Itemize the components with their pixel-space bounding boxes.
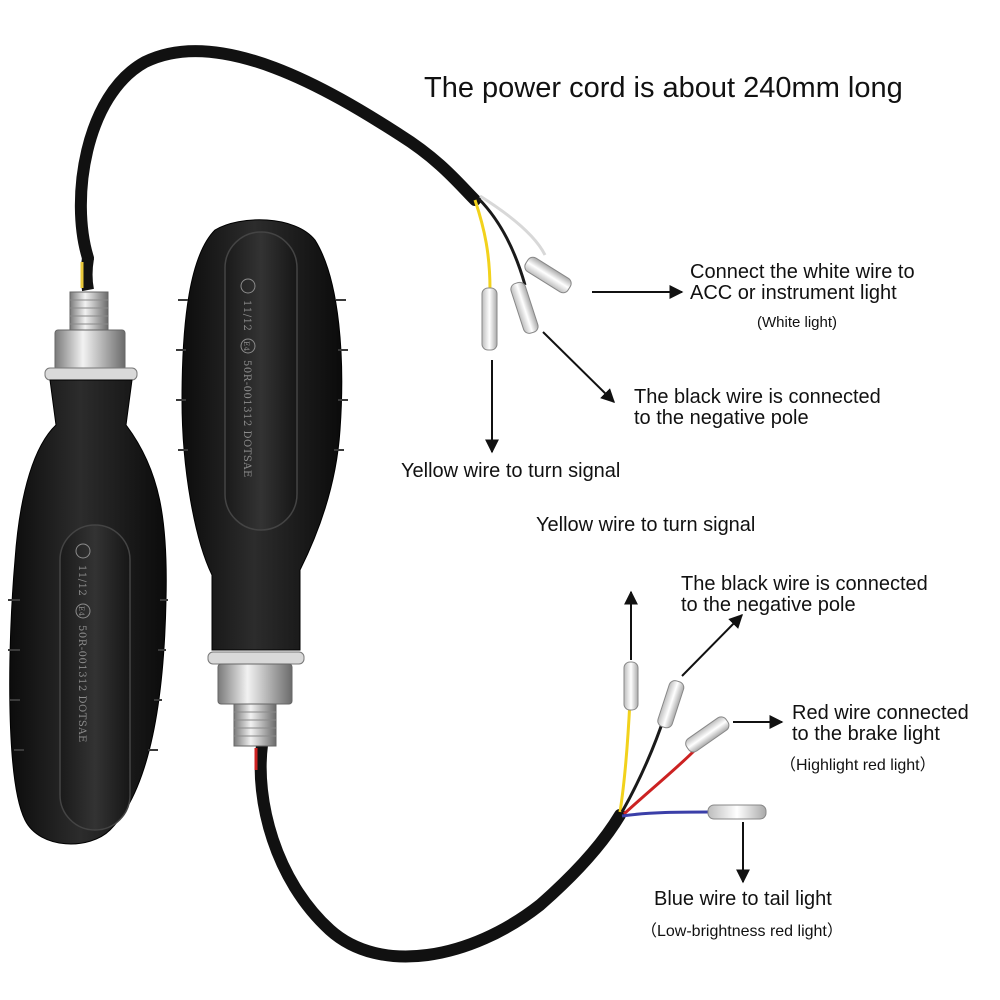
white-wire-label-line2: ACC or instrument light [690,282,897,304]
front-black-wire-arrow [542,331,615,403]
blue-wire-note: （Low-brightness red light） [641,923,843,940]
white-wire-label: Connect the white wire to ACC or instrum… [690,262,915,304]
callout-arrows [485,285,784,884]
red-wire-note: （Highlight red light） [780,757,936,774]
front-bullet-connectors [481,256,572,351]
rear-black-wire-label-line1: The black wire is connected [681,573,928,595]
right-turn-signal: 11/12 E4 50R-001312 DOTSAE [176,219,348,747]
white-wire-note: (White light) [757,314,838,331]
front-wire-leads [473,194,547,291]
left-turn-signal: 11/12 E4 50R-001312 DOTSAE [8,291,168,845]
rear-black-wire-label: The black wire is connected to the negat… [681,574,928,616]
white-wire-label-line1: Connect the white wire to [690,261,915,283]
rear-signal-cable [254,739,626,963]
right-lens-date-code: 11/12 [241,300,252,331]
front-yellow-wire-label: Yellow wire to turn signal [401,460,621,482]
front-signal-cable [74,45,481,292]
red-wire-label: Red wire connected to the brake light [792,703,969,745]
diagram-title: The power cord is about 240mm long [424,72,903,104]
rear-bullet-connectors [623,661,767,820]
left-lens-e-mark: E4 [77,606,85,617]
right-lens-approval-code: 50R-001312 DOTSAE [241,360,252,478]
front-black-wire-label-line2: to the negative pole [634,407,809,429]
red-wire-label-line1: Red wire connected [792,702,969,724]
rear-black-wire-label-line2: to the negative pole [681,594,856,616]
left-lens-date-code: 11/12 [76,565,87,596]
blue-wire-label: Blue wire to tail light [654,888,832,910]
red-wire-label-line2: to the brake light [792,723,940,745]
rear-yellow-wire-label: Yellow wire to turn signal [536,514,756,536]
front-black-wire-label-line1: The black wire is connected [634,386,881,408]
left-lens-approval-code: 50R-001312 DOTSAE [76,625,87,743]
front-black-wire-label: The black wire is connected to the negat… [634,387,881,429]
right-lens-e-mark: E4 [242,341,250,352]
rear-black-wire-arrow [681,614,743,677]
